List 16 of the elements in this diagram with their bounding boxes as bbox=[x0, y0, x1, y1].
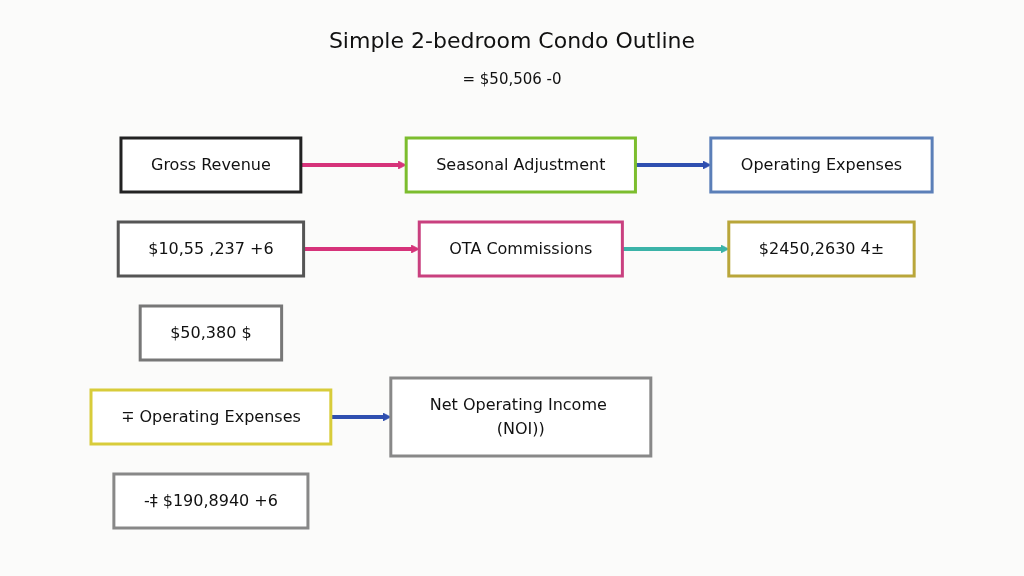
node-box: OTA Commissions bbox=[418, 220, 625, 278]
node-box: Seasonal Adjustment bbox=[405, 136, 638, 194]
note-text: = $50,506 -0 bbox=[462, 70, 562, 88]
node-box: $2450,2630 4± bbox=[727, 220, 917, 278]
node-box: Operating Expenses bbox=[709, 136, 935, 194]
node-box: ∓ Operating Expenses bbox=[89, 388, 333, 446]
node-box: Net Operating Income (NOI)) bbox=[389, 376, 653, 458]
node-box: Gross Revenue bbox=[119, 136, 303, 194]
arrow bbox=[622, 244, 730, 254]
node-box: -‡ $190,8940 +6 bbox=[112, 472, 310, 530]
arrow bbox=[301, 160, 407, 170]
arrow bbox=[331, 412, 392, 422]
node-box: $50,380 $ bbox=[139, 304, 284, 362]
diagram-title: Simple 2-bedroom Condo Outline bbox=[327, 28, 697, 53]
arrow bbox=[635, 160, 712, 170]
node-box: $10,55 ,237 +6 bbox=[117, 220, 306, 278]
